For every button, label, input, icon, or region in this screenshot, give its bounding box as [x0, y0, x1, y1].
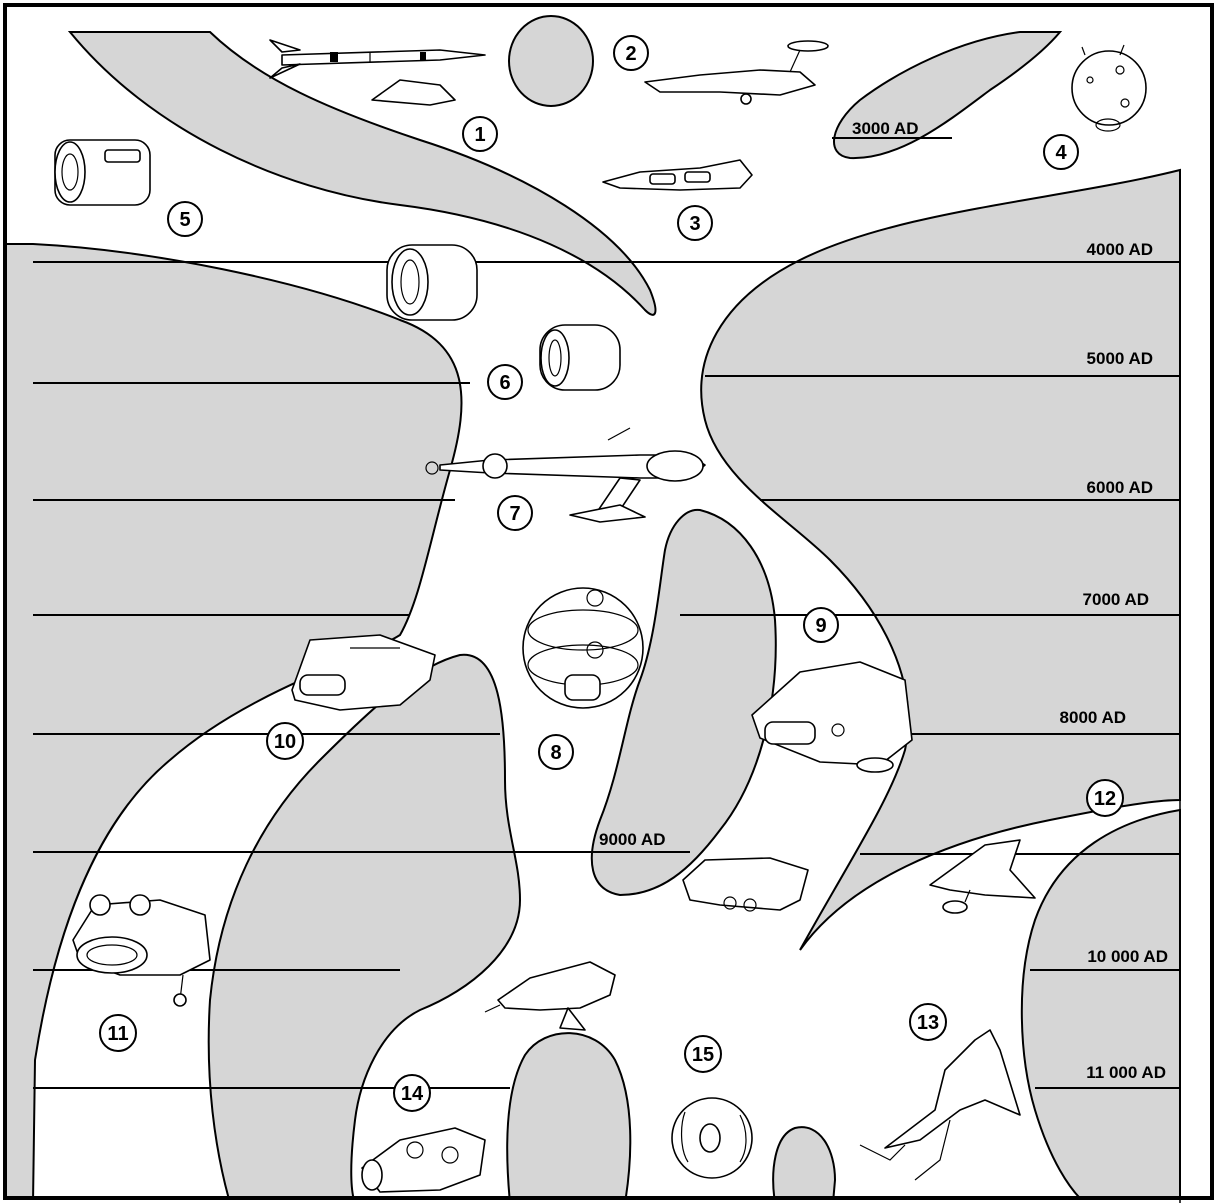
ship-number: 1	[474, 124, 485, 146]
region-bottom-small-oval	[773, 1127, 835, 1203]
ship-number: 3	[689, 213, 700, 235]
year-label: 7000 AD	[1083, 590, 1149, 609]
moon-base-icon	[1072, 45, 1146, 131]
swept-wing-ship-icon	[930, 840, 1035, 913]
ship-number-marker: 10	[267, 723, 303, 759]
ship-number: 4	[1055, 142, 1067, 164]
starship-icon	[645, 41, 828, 104]
region-bottom-right	[1022, 810, 1180, 1203]
ship-number: 7	[509, 503, 520, 525]
year-label: 11 000 AD	[1086, 1063, 1166, 1082]
ship-number-marker: 4	[1044, 135, 1078, 169]
year-label: 4000 AD	[1087, 240, 1153, 259]
ship-number-marker: 3	[678, 206, 712, 240]
year-label: 10 000 AD	[1087, 947, 1168, 966]
year-label: 5000 AD	[1087, 349, 1153, 368]
year-label: 6000 AD	[1087, 478, 1153, 497]
ship-number-marker: 7	[498, 496, 532, 530]
ship-number: 6	[499, 372, 510, 394]
ship-number: 2	[625, 43, 636, 65]
ship-number: 8	[550, 742, 561, 764]
hull-ship-icon	[683, 858, 808, 911]
region-lower-left	[209, 655, 520, 1203]
ship-number-marker: 5	[168, 202, 202, 236]
ship-number-marker: 9	[804, 608, 838, 642]
starship-icon	[485, 962, 615, 1030]
ship-number: 15	[692, 1044, 714, 1066]
sphere-ship-icon	[523, 588, 643, 708]
ship-number-marker: 15	[685, 1036, 721, 1072]
region-top-oval	[509, 16, 593, 106]
ship-number-marker: 11	[100, 1015, 136, 1051]
ship-number-marker: 2	[614, 36, 648, 70]
ship-number-marker: 6	[488, 365, 522, 399]
ship-number-marker: 12	[1087, 780, 1123, 816]
region-bottom-oval	[507, 1033, 630, 1203]
crawler-ship-icon	[362, 1128, 485, 1192]
starship-icon	[603, 160, 752, 190]
ship-number: 11	[107, 1023, 128, 1045]
hull-ship-icon	[73, 895, 210, 1006]
ship-number: 13	[917, 1012, 939, 1034]
ship-number: 12	[1094, 788, 1116, 810]
ship-number-marker: 13	[910, 1004, 946, 1040]
ship-number-marker: 14	[394, 1075, 430, 1111]
year-label: 9000 AD	[599, 830, 665, 849]
ship-number-marker: 1	[463, 117, 497, 151]
year-label: 3000 AD	[852, 119, 918, 138]
region-top-right	[834, 32, 1060, 158]
ship-number: 10	[274, 731, 296, 753]
ship-number: 9	[815, 615, 826, 637]
ship-number-marker: 8	[539, 735, 573, 769]
long-starship-icon	[426, 428, 705, 522]
hull-ship-icon	[752, 662, 912, 772]
winged-ship-icon	[860, 1030, 1020, 1180]
year-label: 8000 AD	[1060, 708, 1126, 727]
ship-number: 5	[179, 209, 190, 231]
ship-number: 14	[401, 1083, 424, 1105]
disc-ship-icon	[672, 1098, 752, 1178]
drum-ship-icon	[55, 140, 150, 205]
